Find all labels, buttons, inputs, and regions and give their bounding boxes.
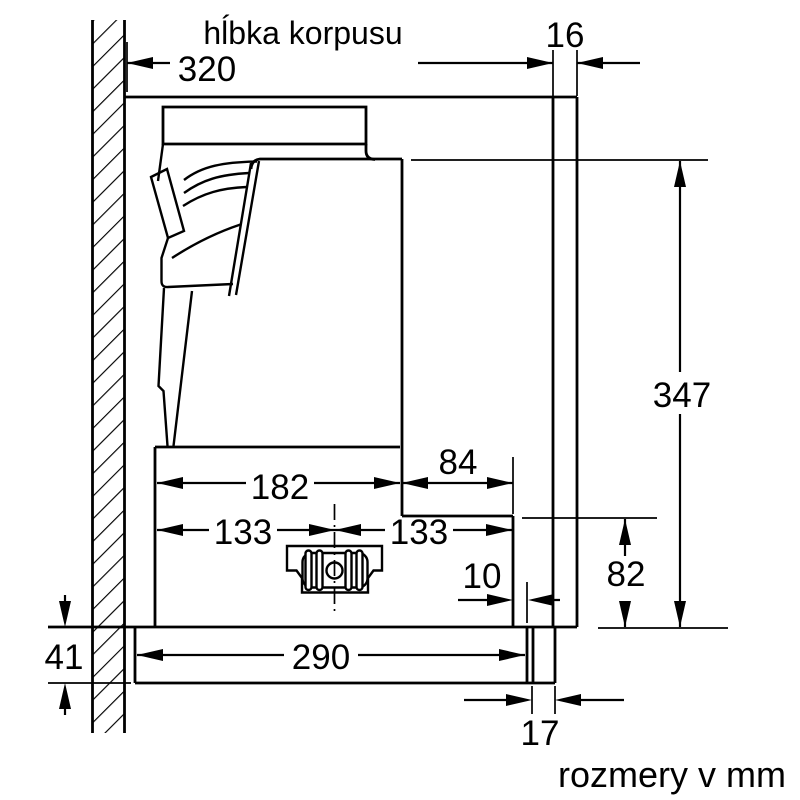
dim-visor-depth: 290 [137, 638, 525, 677]
damper-flap [149, 167, 186, 240]
arrowhead [506, 694, 532, 706]
housing-outline [153, 159, 515, 627]
arrowhead [674, 601, 686, 627]
dim-front-panel: 16 [546, 16, 640, 96]
arrowhead [619, 519, 631, 545]
arrowhead [577, 57, 603, 69]
dim-center-left: 133 [157, 513, 335, 552]
pullout-visor [133, 628, 557, 685]
blower-duct [149, 143, 261, 447]
arrowhead [157, 524, 183, 536]
arrowhead [127, 57, 153, 69]
arrowhead [335, 524, 361, 536]
arrowhead [374, 477, 400, 489]
arrowhead [137, 649, 163, 661]
motor-rib-3 [344, 549, 353, 592]
dim-cabinet-depth: hĺbka korpusu 320 [126, 15, 553, 92]
caption-body-depth: hĺbka korpusu [203, 15, 402, 51]
duct-left-edge-upper [156, 143, 165, 182]
arrowhead [528, 594, 554, 606]
wall-hatch-section [91, 20, 126, 733]
front-door-panel [551, 97, 579, 627]
extension-line [552, 50, 578, 96]
dim-41-label: 41 [45, 638, 84, 677]
dim-320-label: 320 [178, 50, 236, 89]
motor-detail [285, 504, 384, 616]
arrowhead [157, 477, 183, 489]
dim-rear-height: 82 [522, 517, 657, 627]
arrowhead [402, 477, 428, 489]
dim-rear-clearance: 84 [402, 443, 514, 514]
dim-182-label: 182 [251, 468, 309, 507]
motor-rib-2 [315, 549, 324, 592]
extension-line [531, 686, 556, 714]
caption-units: rozmery v mm [558, 754, 786, 795]
arrowhead [59, 683, 71, 709]
top-mounting-bar [161, 105, 368, 146]
scroll-bottom-edge [160, 237, 234, 289]
scroll-curve-1 [183, 160, 258, 181]
visor-outline [133, 628, 557, 685]
motor-rib-1 [304, 549, 313, 592]
dim-133-right-label: 133 [390, 513, 448, 552]
scroll-front-edges [227, 160, 261, 297]
scroll-curve-3 [182, 185, 247, 208]
scroll-curve-4 [171, 223, 241, 260]
dim-front-overhang: 10 [458, 557, 560, 623]
arrowhead [527, 57, 553, 69]
dim-10-label: 10 [463, 557, 502, 596]
dim-handle-strip: 17 [464, 686, 624, 753]
dim-total-height: 347 [411, 159, 728, 629]
arrowhead [555, 694, 581, 706]
wall-hatch-fill [93, 20, 124, 733]
dim-84-label: 84 [439, 443, 478, 482]
dim-347-label: 347 [653, 376, 711, 415]
arrowhead [487, 477, 513, 489]
pullout-box [161, 105, 402, 170]
duct-lower-taper [157, 287, 194, 447]
dim-17-label: 17 [521, 714, 560, 753]
arrowhead [674, 161, 686, 187]
dim-133-left-label: 133 [214, 513, 272, 552]
dim-center-right: 133 [335, 513, 512, 552]
dim-visor-height: 41 [45, 595, 131, 715]
motor-bracket [285, 544, 384, 594]
dim-body-depth: 182 [157, 468, 400, 507]
hood-housing [153, 159, 515, 627]
dim-290-label: 290 [292, 638, 350, 677]
arrowhead [499, 649, 525, 661]
arrowhead [309, 524, 335, 536]
wall-edges [91, 20, 126, 733]
extension-line [411, 159, 728, 629]
dim-16-label: 16 [546, 16, 585, 55]
scroll-curve-2 [183, 171, 250, 194]
arrowhead [59, 601, 71, 627]
arrowhead [486, 524, 512, 536]
dim-82-label: 82 [607, 555, 646, 594]
arrowhead [619, 601, 631, 627]
arrowhead [487, 594, 513, 606]
bar-notch [364, 144, 376, 161]
motor-rib-4 [355, 549, 364, 592]
box-top-edge [249, 157, 402, 170]
